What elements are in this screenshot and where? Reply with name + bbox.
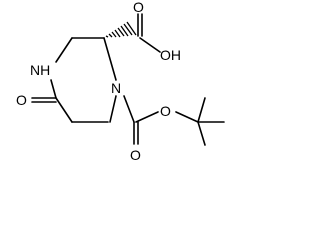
atom-label-carboxyl-oh: OH: [160, 47, 181, 63]
molecule-structure: NH O OH N O O O: [16, 0, 225, 163]
atom-label-boc-ester-o: O: [160, 103, 171, 119]
atom-label-carboxyl-o: O: [133, 0, 144, 15]
molecule-svg: NH O OH N O O O: [16, 0, 225, 163]
bond-ring-n1-to-c2: [103, 37, 117, 81]
bond-ester-o-to-tbu: [175, 111, 199, 123]
stereo-hash-wedge: [105, 21, 137, 38]
bond-tbu-up: [197, 97, 206, 123]
bond-ring-ch2-top-to-nh: [55, 37, 73, 63]
bond-acid-c-to-oh: [139, 37, 161, 53]
atom-label-ring-n: N: [111, 80, 121, 96]
atom-label-lactam-o: O: [16, 92, 27, 108]
bond-boc-c-to-ester-o: [135, 111, 159, 123]
bond-ring-c5-to-c6: [55, 97, 73, 123]
bond-ring-nh-to-c5: [50, 79, 57, 99]
atom-label-boc-carbonyl-o: O: [130, 147, 141, 163]
bond-n1-to-boc-carbonyl: [123, 95, 135, 123]
atom-label-nh: NH: [30, 62, 50, 78]
bond-tbu-down: [197, 121, 206, 146]
bond-ring-n1-down: [109, 95, 117, 123]
